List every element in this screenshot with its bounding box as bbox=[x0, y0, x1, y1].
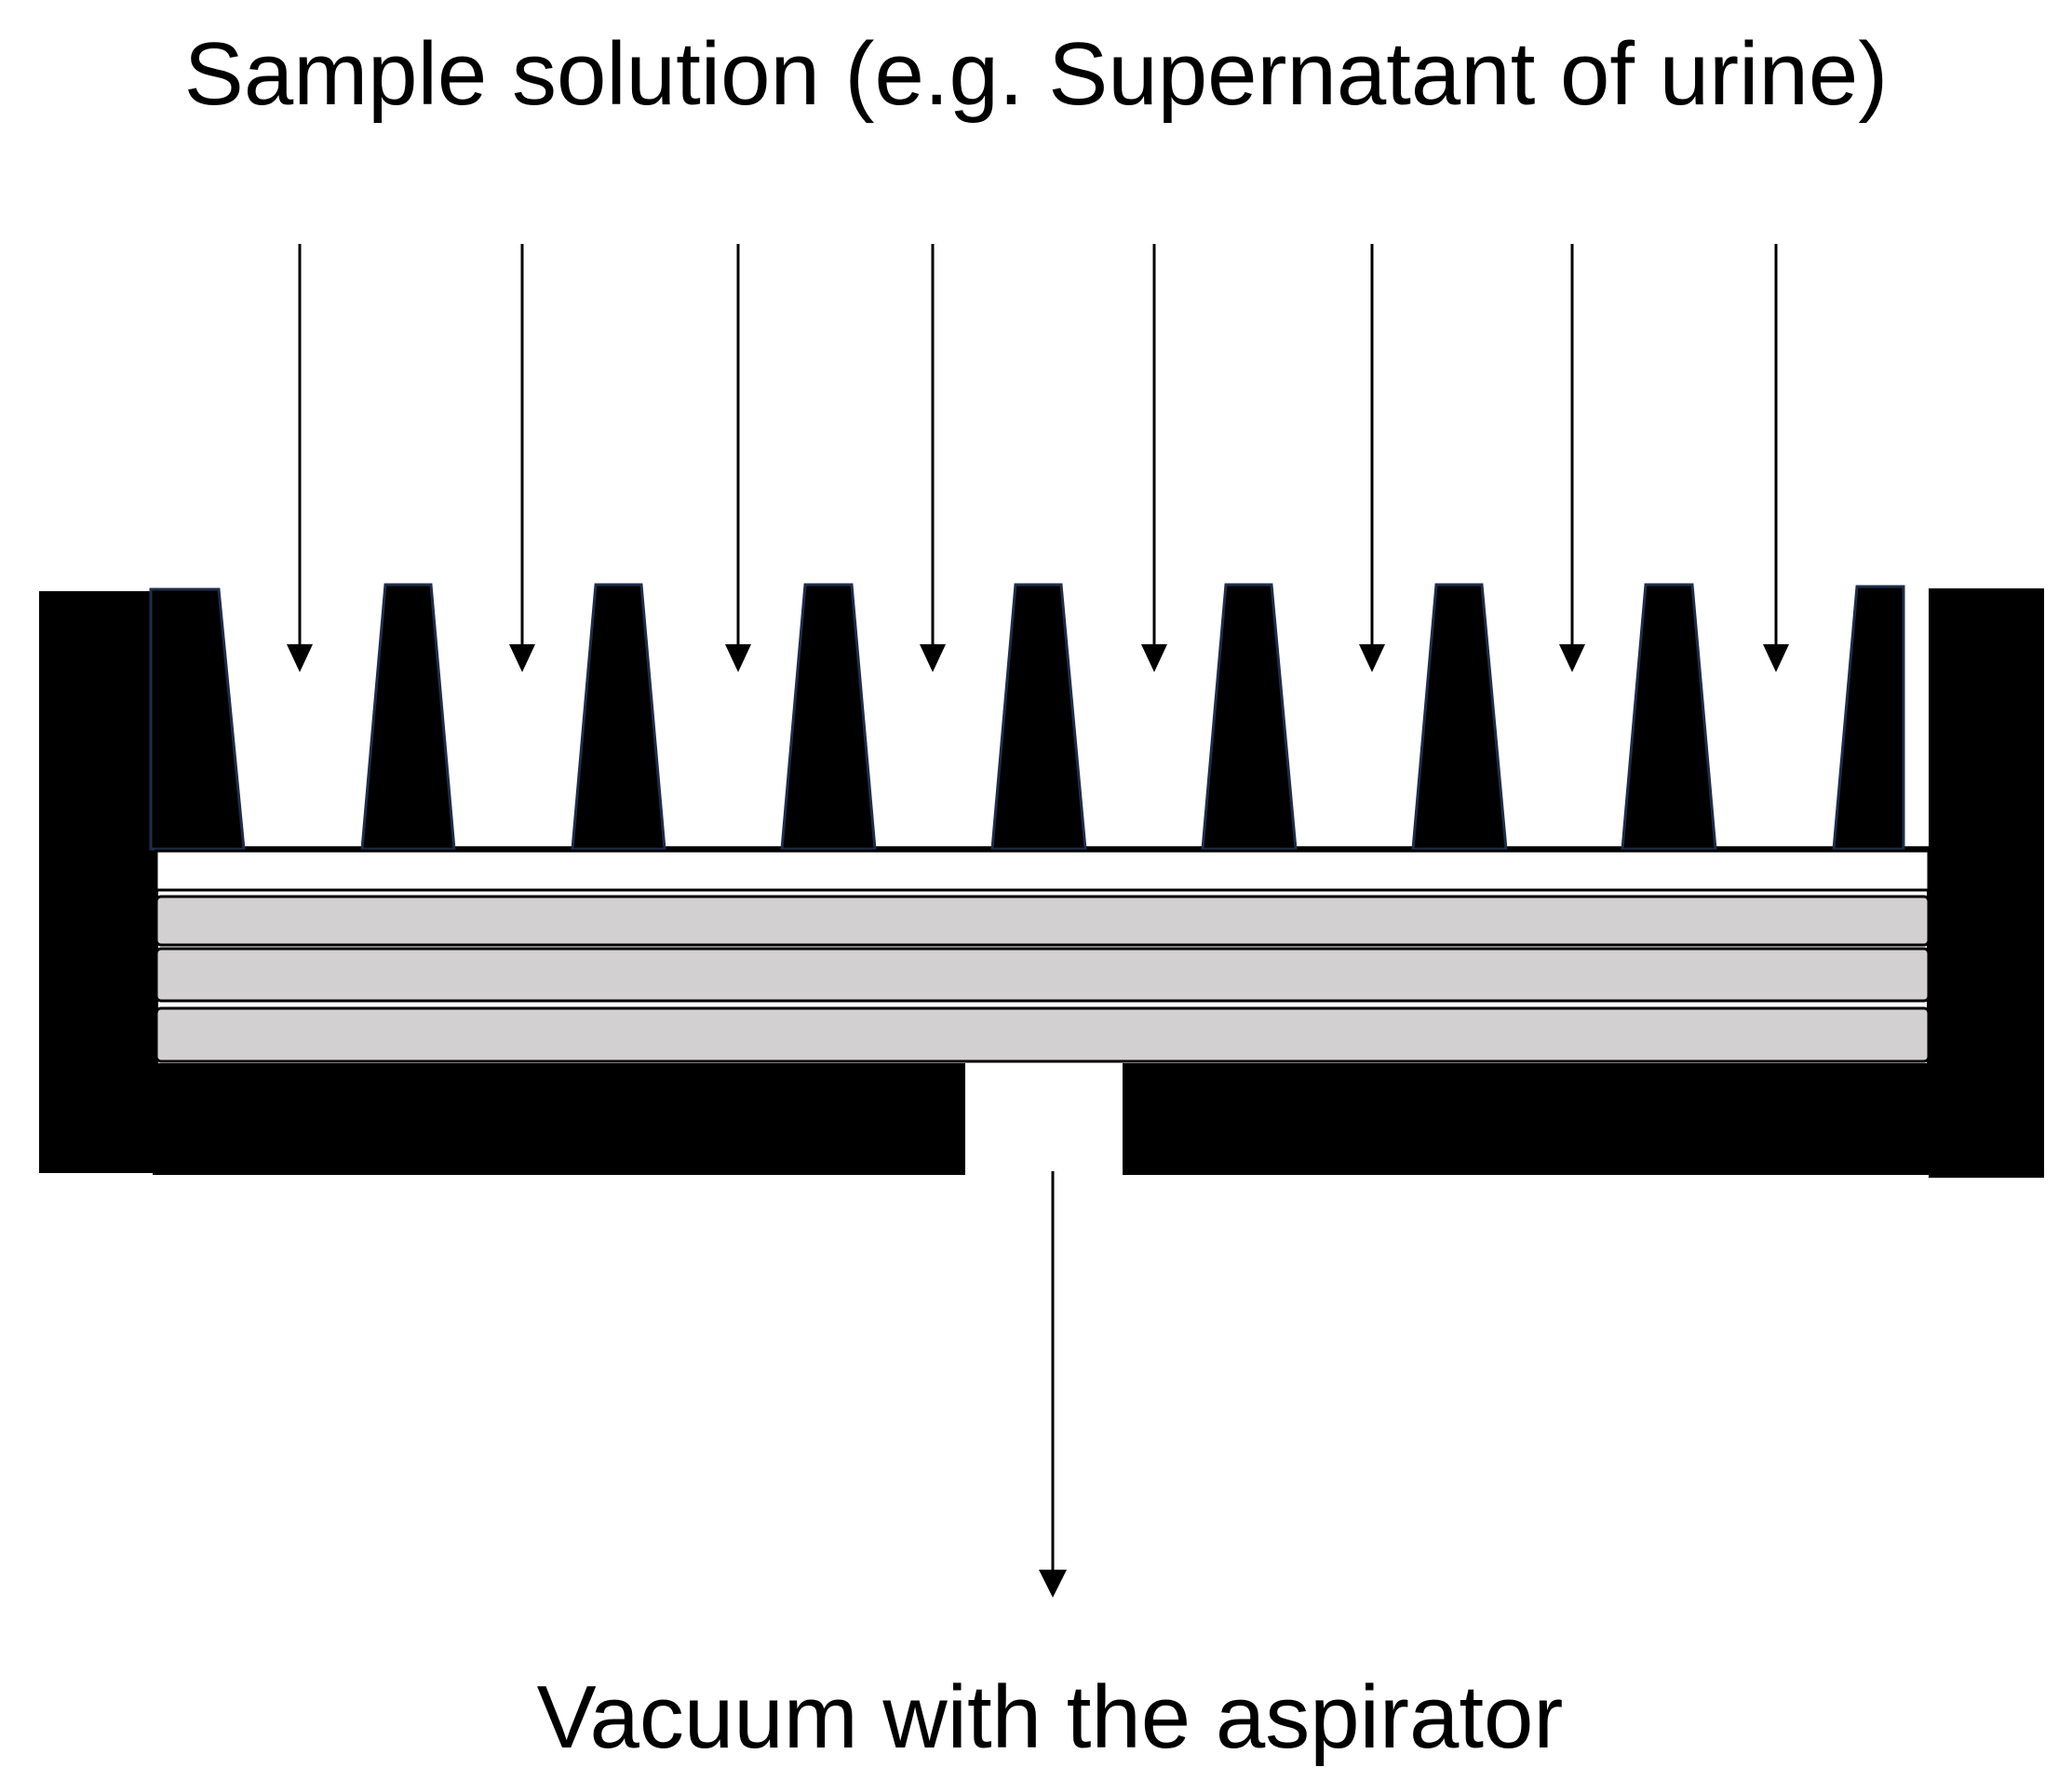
inflow-arrow-6 bbox=[1359, 244, 1385, 672]
outlet-arrow bbox=[1039, 1171, 1067, 1598]
inflow-arrows bbox=[287, 244, 1789, 672]
filter-layer-1 bbox=[155, 895, 1931, 947]
filter-layer-3 bbox=[155, 1006, 1931, 1063]
inflow-arrow-5 bbox=[1141, 244, 1167, 672]
inflow-arrow-2 bbox=[509, 244, 535, 672]
wedge-spikes bbox=[149, 583, 1905, 851]
inflow-arrow-8 bbox=[1763, 244, 1789, 672]
filter-stack bbox=[155, 849, 1931, 1063]
inflow-arrow-3 bbox=[725, 244, 751, 672]
spike-4 bbox=[990, 583, 1087, 851]
spike-2 bbox=[571, 583, 666, 851]
spike-1 bbox=[360, 583, 456, 851]
right-shoulder bbox=[1832, 585, 1905, 851]
spike-6 bbox=[1411, 583, 1508, 851]
inflow-arrow-4 bbox=[920, 244, 946, 672]
left-shoulder bbox=[149, 587, 246, 851]
spike-3 bbox=[780, 583, 877, 851]
top-membrane bbox=[155, 849, 1931, 892]
spike-7 bbox=[1621, 583, 1717, 851]
inflow-arrow-7 bbox=[1559, 244, 1585, 672]
sample-solution-label: Sample solution (e.g. Supernatant of uri… bbox=[184, 24, 1888, 124]
left-wall bbox=[39, 591, 155, 1173]
inflow-arrow-1 bbox=[287, 244, 313, 672]
vacuum-aspirator-label: Vacuum with the aspirator bbox=[537, 1667, 1564, 1767]
base-right bbox=[1123, 1063, 1931, 1175]
base-left bbox=[153, 1063, 965, 1175]
right-wall bbox=[1929, 588, 2044, 1178]
filter-layer-2 bbox=[155, 947, 1931, 1003]
spike-5 bbox=[1201, 583, 1298, 851]
